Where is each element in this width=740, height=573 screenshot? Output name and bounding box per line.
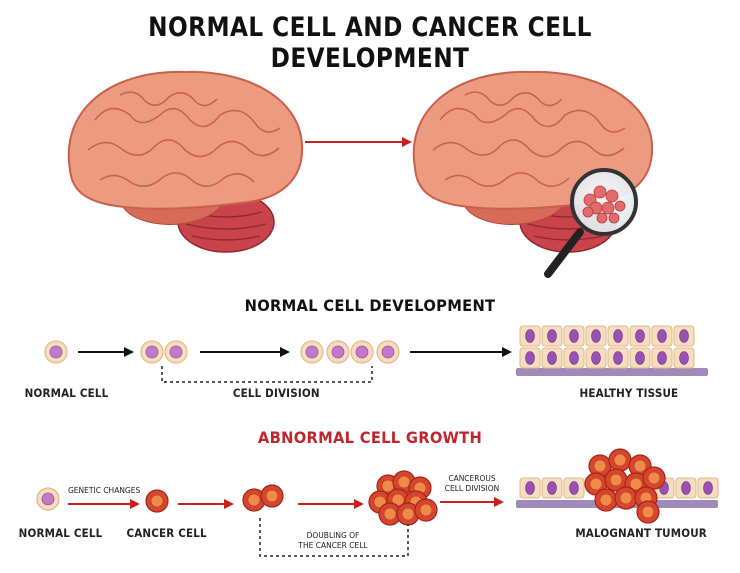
doubling-bracket — [259, 518, 409, 557]
page-title: NORMAL CELL AND CANCER CELL DEVELOPMENT — [148, 12, 592, 74]
label-malignant-tumour: MALOGNANT TUMOUR — [575, 526, 707, 540]
label-genetic-changes: GENETIC CHANGES — [68, 486, 141, 495]
malignant-tumour — [516, 448, 719, 524]
cancer-cell-cluster — [368, 470, 438, 526]
doubled-cancer-cells — [242, 484, 284, 512]
label-cell-division: CELL DIVISION — [232, 386, 320, 400]
label-abnormal-normal-cell: NORMAL CELL — [18, 526, 103, 540]
label-cancerous-division: CANCEROUS CELL DIVISION — [444, 474, 500, 493]
magnifying-glass-icon — [544, 168, 638, 278]
abnormal-section-title: ABNORMAL CELL GROWTH — [257, 428, 483, 447]
label-healthy-tissue: HEALTHY TISSUE — [579, 386, 679, 400]
label-normal-cell: NORMAL CELL — [24, 386, 109, 400]
healthy-tissue — [516, 325, 708, 376]
label-cancer-cell: CANCER CELL — [126, 526, 207, 540]
normal-section-title: NORMAL CELL DEVELOPMENT — [244, 296, 496, 315]
normal-cell — [44, 340, 68, 364]
cell-division-bracket — [161, 366, 373, 383]
four-cells — [300, 340, 400, 364]
label-doubling: DOUBLING OF THE CANCER CELL — [298, 531, 368, 550]
two-cells — [140, 340, 188, 364]
brain-normal — [67, 70, 304, 253]
cancer-cell — [145, 489, 169, 513]
abnormal-normal-cell — [36, 487, 60, 511]
